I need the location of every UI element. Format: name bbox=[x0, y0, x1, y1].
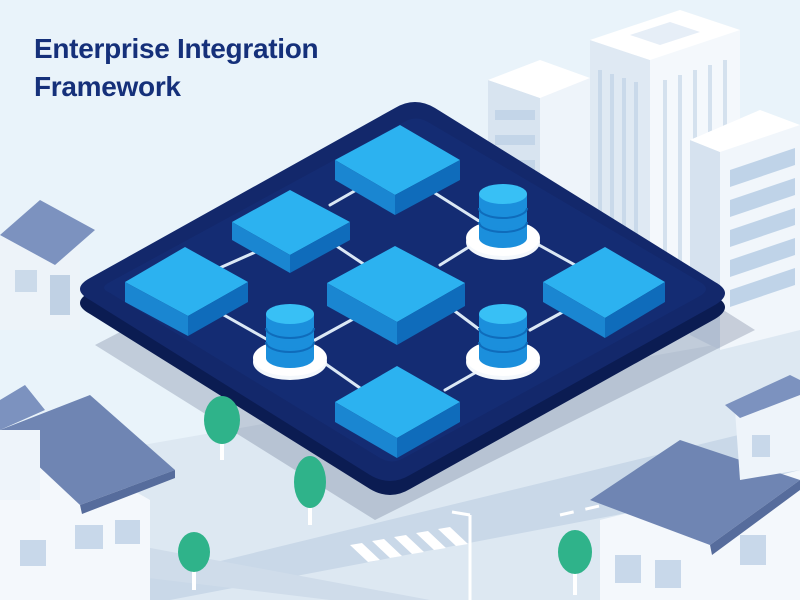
house-left-back bbox=[0, 200, 95, 330]
page-title-line-1: Enterprise Integration bbox=[34, 33, 319, 64]
module-block-upper-left bbox=[232, 190, 350, 273]
house-left-edge bbox=[0, 385, 45, 500]
page-title-line-2: Framework bbox=[34, 71, 181, 102]
module-block-top bbox=[335, 125, 460, 215]
street-lamp bbox=[451, 510, 472, 600]
road-main bbox=[60, 420, 800, 600]
module-block-bottom bbox=[335, 366, 460, 458]
module-block-right bbox=[543, 247, 665, 338]
database-icon bbox=[466, 184, 540, 260]
crosswalk bbox=[350, 527, 468, 562]
tree bbox=[204, 396, 240, 460]
house-right-back bbox=[725, 375, 800, 480]
page-title: Enterprise Integration Framework bbox=[34, 30, 319, 106]
tree bbox=[558, 530, 592, 595]
tree bbox=[178, 532, 210, 590]
module-block-left bbox=[125, 247, 248, 336]
database-icon bbox=[466, 304, 540, 380]
database-icon bbox=[253, 304, 327, 380]
module-block-center bbox=[327, 246, 465, 345]
tree bbox=[294, 456, 326, 525]
